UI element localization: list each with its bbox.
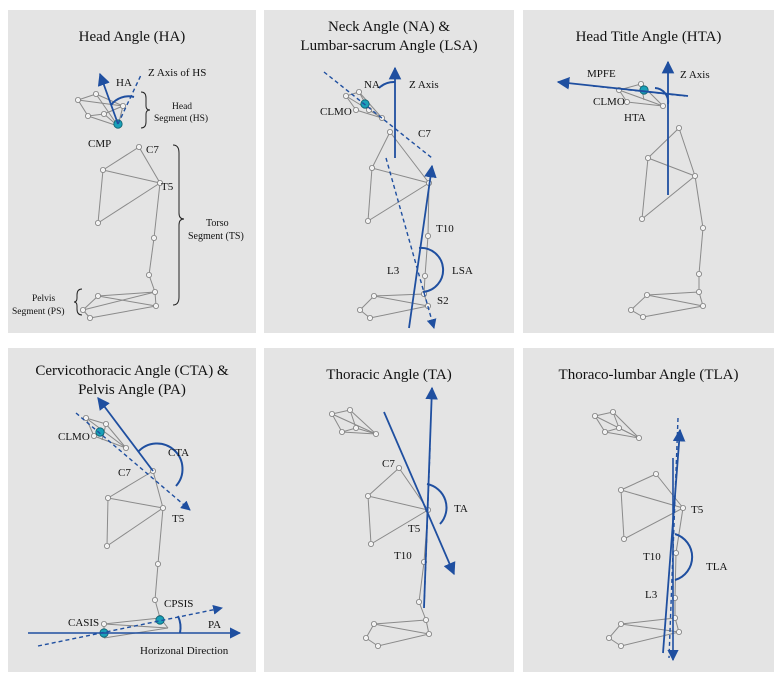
torso-segment-line-1: Torso — [206, 218, 229, 229]
clmo-marker — [95, 427, 105, 437]
na-arc — [378, 81, 396, 89]
skeleton-figure — [592, 409, 686, 649]
t5-label: T5 — [408, 523, 421, 535]
lsa-arc — [418, 246, 445, 293]
cta-label: CTA — [168, 447, 189, 459]
mpfe-label: MPFE — [587, 68, 616, 80]
pelvis-segment-line-1: Pelvis — [32, 294, 56, 304]
thoracic-arrow — [383, 411, 456, 576]
head-title-angle-diagram: MPFE Z Axis CLMO HTA — [556, 60, 710, 320]
thoracic-line-dashed — [423, 447, 431, 609]
panel-thoracic-angle: Thoracic Angle (TA) — [264, 348, 514, 672]
c7-label: C7 — [146, 144, 159, 156]
thoraco-lumbar-angle-diagram: T5 T10 TLA L3 — [592, 409, 727, 662]
head-segment-bracket — [140, 91, 151, 129]
head-segment-line-2: Segment (HS) — [154, 113, 208, 124]
cmp-label: CMP — [88, 138, 111, 150]
ta-label: TA — [454, 503, 468, 515]
neck-line-dashed — [323, 71, 433, 159]
clmo-label: CLMO — [593, 96, 625, 108]
c7-label: C7 — [418, 128, 431, 140]
skeleton-figure — [329, 407, 432, 649]
pa-label: PA — [208, 619, 221, 631]
c7-label: C7 — [382, 458, 395, 470]
pelvis-segment-label: Pelvis Segment (PS) — [12, 294, 65, 317]
l3-label: L3 — [387, 265, 400, 277]
panel-head-angle: Head Angle (HA) — [8, 10, 256, 333]
casis-label: CASIS — [68, 617, 99, 629]
lumbar-arrow — [662, 428, 686, 654]
pelvis-segment-bracket — [73, 288, 83, 316]
ha-arc — [110, 95, 135, 106]
t5-label: T5 — [161, 181, 174, 193]
panel-thoraco-lumbar-angle: Thoraco-lumbar Angle (TLA) — [523, 348, 774, 672]
tla-arc — [674, 533, 694, 581]
neck-lumbar-angle-diagram: NA Z Axis CLMO C7 T10 L3 LSA S2 — [320, 66, 473, 329]
hta-label: HTA — [624, 112, 646, 124]
na-label: NA — [364, 79, 380, 91]
clmo-marker — [639, 85, 649, 95]
t5-label: T5 — [172, 513, 185, 525]
c7-label: C7 — [118, 467, 131, 479]
z-axis-label: Z Axis — [680, 69, 710, 81]
lsa-label: LSA — [452, 265, 473, 277]
ha-label: HA — [116, 77, 132, 89]
cervical-arrow — [97, 396, 154, 472]
cpsis-label: CPSIS — [164, 598, 193, 610]
panel-title: Head Angle (HA) — [78, 29, 186, 45]
thoracic-line-dashed — [75, 412, 191, 511]
panel-neck-lumbar-angle: Neck Angle (NA) & Lumbar-sacrum Angle (L… — [264, 10, 514, 333]
t10-label: T10 — [436, 223, 454, 235]
panel-title: Neck Angle (NA) & Lumbar-sacrum Angle (L… — [300, 19, 478, 54]
pa-arc — [177, 615, 182, 634]
t5-label: T5 — [691, 504, 704, 516]
horizontal-direction-label: Horizonal Direction — [140, 645, 229, 657]
panel-cervicothoracic-pelvis-angle: Cervicothoracic Angle (CTA) & Pelvis Ang… — [8, 348, 256, 672]
head-line-dashed — [117, 74, 142, 125]
clmo-label: CLMO — [320, 106, 352, 118]
panel-head-title-angle: Head Title Angle (HTA) — [523, 10, 774, 333]
skeleton-figure — [343, 89, 432, 321]
z-axis-label: Z Axis — [409, 79, 439, 91]
torso-segment-bracket — [172, 144, 185, 306]
z-axis-arrow — [97, 72, 119, 125]
panel-title: Cervicothoracic Angle (CTA) & Pelvis Ang… — [35, 363, 229, 398]
torso-segment-line-2: Segment (TS) — [188, 231, 244, 242]
skeleton-figure — [83, 415, 169, 639]
l3-label: L3 — [645, 589, 658, 601]
z-axis-label: Z Axis of HS — [148, 67, 206, 79]
pelvis-segment-line-2: Segment (PS) — [12, 306, 65, 317]
t10-label: T10 — [394, 550, 412, 562]
clmo-label: CLMO — [58, 431, 90, 443]
sacrum-line-dashed — [385, 157, 437, 329]
torso-segment-label: Torso Segment (TS) — [188, 218, 244, 242]
s2-label: S2 — [437, 295, 449, 307]
cta-arc — [137, 442, 184, 487]
head-segment-label: Head Segment (HS) — [154, 102, 208, 124]
cmp-marker — [113, 119, 123, 129]
pelvis-line-dashed — [37, 604, 223, 647]
hta-arc — [654, 87, 670, 105]
t10-label: T10 — [643, 551, 661, 563]
head-angle-diagram: HA Z Axis of HS Head Segment (HS) CMP C7… — [12, 67, 244, 321]
head-segment-line-1: Head — [172, 102, 192, 112]
cervicothoracic-pelvis-angle-diagram: CLMO CTA C7 T5 CPSIS CASIS PA Horizonal … — [28, 396, 242, 657]
tla-label: TLA — [706, 561, 727, 573]
panel-title: Thoracic Angle (TA) — [326, 367, 452, 383]
head-line-dashed — [592, 85, 686, 97]
panel-title: Thoraco-lumbar Angle (TLA) — [558, 367, 739, 383]
thoracic-angle-diagram: C7 TA T5 T10 — [329, 386, 468, 649]
ta-arc — [426, 483, 448, 525]
skeleton-figure — [75, 91, 163, 321]
panel-title: Head Title Angle (HTA) — [575, 29, 722, 45]
